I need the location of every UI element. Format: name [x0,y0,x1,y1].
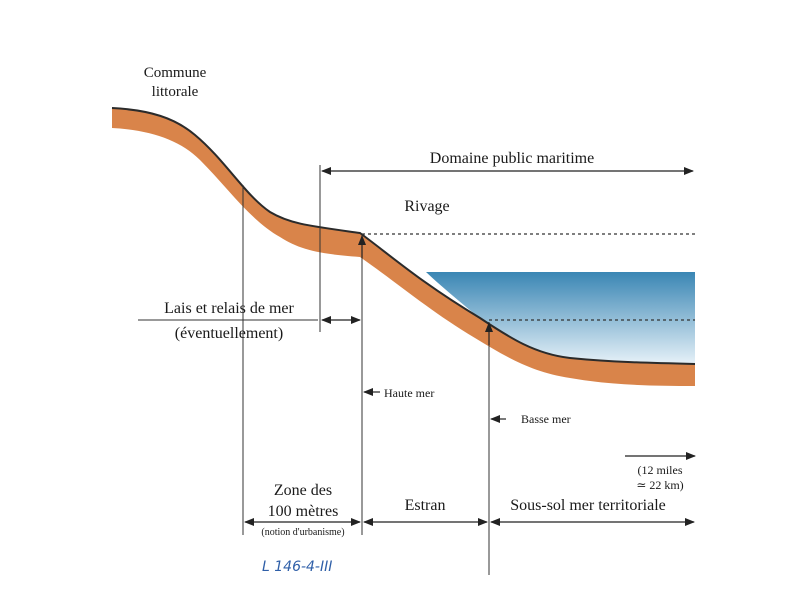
lais-relais-label-line2: (éventuellement) [175,325,283,342]
sous-sol-label: Sous-sol mer territoriale [510,497,666,514]
haute-mer-label: Haute mer [384,386,434,400]
domaine-public-label: Domaine public maritime [430,150,594,167]
basse-mer-label: Basse mer [521,412,571,426]
twelve-miles-label-line2: ≃ 22 km) [636,478,683,492]
zone-100m-label-line1: Zone des [274,482,332,499]
rivage-label: Rivage [404,198,449,215]
sea-area [426,272,695,364]
commune-label-line2: littorale [152,84,199,100]
shoreline-edge [111,107,696,365]
handwritten-reference: L 146-4-III [262,559,332,575]
zone-100m-label-line2: 100 mètres [268,503,339,520]
twelve-miles-label-line1: (12 miles [638,463,683,477]
coast-ground-band [112,108,695,386]
estran-label: Estran [405,497,446,514]
zone-100m-note: (notion d'urbanisme) [261,527,344,538]
commune-label-line1: Commune [144,65,207,81]
lais-relais-label-line1: Lais et relais de mer [164,300,294,317]
